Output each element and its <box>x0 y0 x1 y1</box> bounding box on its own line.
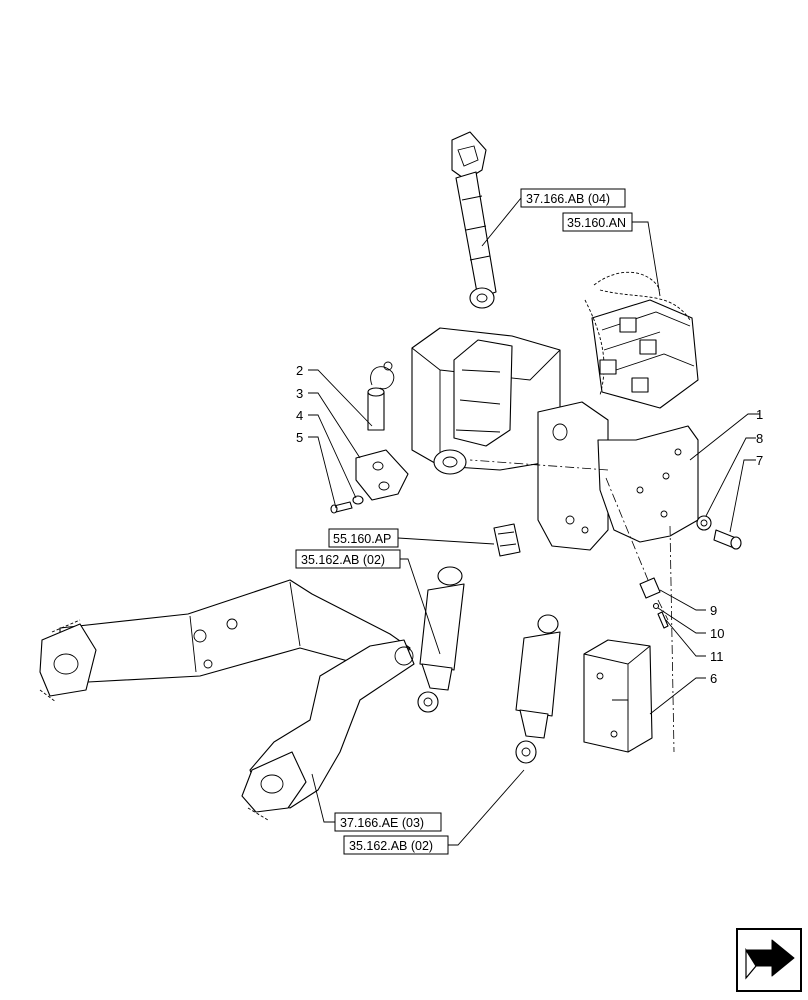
hydraulic-valve-assembly <box>584 271 699 409</box>
reference-label: 37.166.AE (03) <box>340 816 424 830</box>
counterweight-block <box>583 639 653 753</box>
reference-box-35-160-an[interactable]: 35.160.AN <box>562 212 633 232</box>
reference-label: 35.162.AB (02) <box>349 839 433 853</box>
reference-box-37-166-ae-03[interactable]: 37.166.AE (03) <box>334 812 442 832</box>
reference-label: 35.160.AN <box>567 216 626 230</box>
next-page-arrow-icon[interactable] <box>736 928 802 992</box>
reference-box-35-162-ab-02-bottom[interactable]: 35.162.AB (02) <box>343 835 449 855</box>
assembly-centerlines <box>469 459 675 753</box>
bolt <box>330 501 353 514</box>
callout-10: 10 <box>710 626 724 641</box>
callout-7: 7 <box>756 453 763 468</box>
callout-11: 11 <box>710 649 724 664</box>
callout-2: 2 <box>296 363 303 378</box>
leader-lines <box>308 197 760 846</box>
callout-1: 1 <box>756 407 763 422</box>
reference-box-55-160-ap[interactable]: 55.160.AP <box>328 528 399 548</box>
reference-box-35-162-ab-02-top[interactable]: 35.162.AB (02) <box>295 549 401 569</box>
callout-8: 8 <box>756 431 763 446</box>
callout-3: 3 <box>296 386 303 401</box>
lower-link-arms <box>39 579 415 821</box>
washer-right <box>696 515 712 531</box>
reference-label: 35.162.AB (02) <box>301 553 385 567</box>
reference-box-37-166-ab-04[interactable]: 37.166.AB (04) <box>520 188 626 208</box>
screw <box>657 611 669 629</box>
callout-9: 9 <box>710 603 717 618</box>
callout-5: 5 <box>296 430 303 445</box>
washer <box>352 495 364 505</box>
nut <box>652 602 660 610</box>
callout-4: 4 <box>296 408 303 423</box>
front-hitch-frame <box>411 327 609 551</box>
lift-cylinder-right <box>515 614 561 764</box>
bracket <box>355 449 409 501</box>
callout-numbers: 1 2 3 4 5 8 7 9 10 11 6 <box>296 363 763 686</box>
cover-plate <box>639 577 661 599</box>
reference-label: 55.160.AP <box>333 532 391 546</box>
reference-label: 37.166.AB (04) <box>526 192 610 206</box>
side-plate <box>597 425 699 543</box>
top-link-cylinder <box>451 131 497 309</box>
bolt-right <box>713 529 742 550</box>
pin-with-clip <box>367 361 395 431</box>
callout-6: 6 <box>710 671 717 686</box>
sensor-bracket <box>493 523 521 557</box>
lift-cylinder-left <box>417 566 465 713</box>
